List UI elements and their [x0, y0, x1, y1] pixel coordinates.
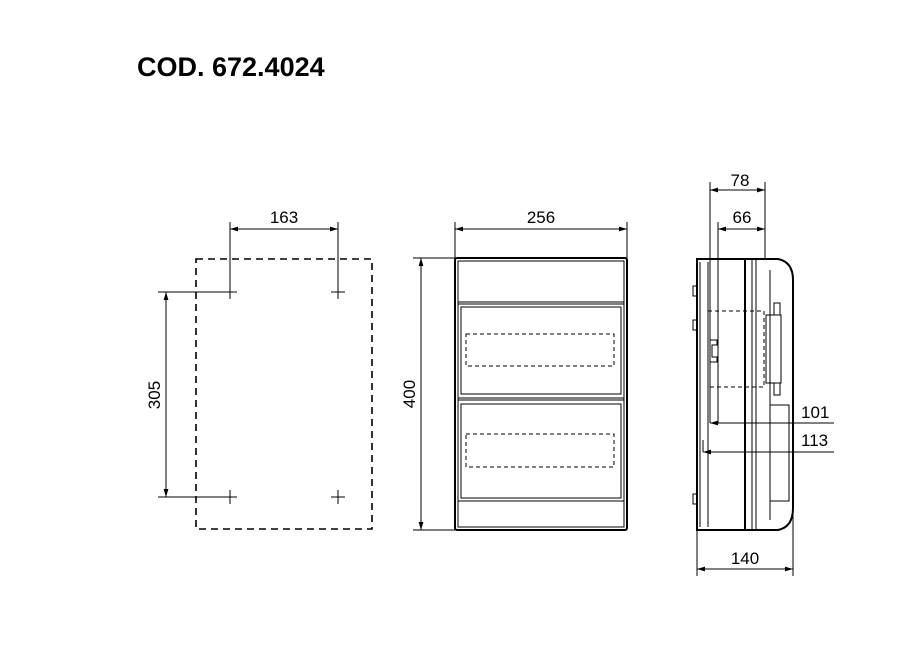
dim-label-305: 305	[145, 381, 164, 409]
dim-label-78: 78	[731, 171, 750, 190]
dim-label-101: 101	[801, 403, 829, 422]
side-view: 78 66 101 113 140	[692, 171, 834, 576]
dim-label-256: 256	[527, 208, 555, 227]
dim-label-163: 163	[270, 208, 298, 227]
lower-din-rail-slot	[465, 433, 615, 468]
side-cover-outline	[745, 258, 794, 531]
front-view: 256 400	[400, 208, 628, 531]
mounting-template-view: 163 305	[145, 208, 373, 530]
product-code-title: COD. 672.4024	[137, 52, 325, 82]
side-body-outline	[696, 258, 746, 531]
fixing-hole-bottom-right	[331, 490, 345, 504]
upper-din-rail-slot	[465, 333, 615, 367]
mounting-outline	[195, 258, 373, 530]
din-rail-symbol	[710, 339, 718, 363]
upper-module-window	[460, 306, 622, 395]
dim-label-66: 66	[733, 208, 752, 227]
dim-label-113: 113	[801, 431, 828, 450]
lower-module-window	[460, 403, 622, 499]
dim-label-400: 400	[400, 380, 419, 408]
dim-label-140: 140	[731, 549, 759, 568]
front-outer-frame	[454, 257, 628, 531]
